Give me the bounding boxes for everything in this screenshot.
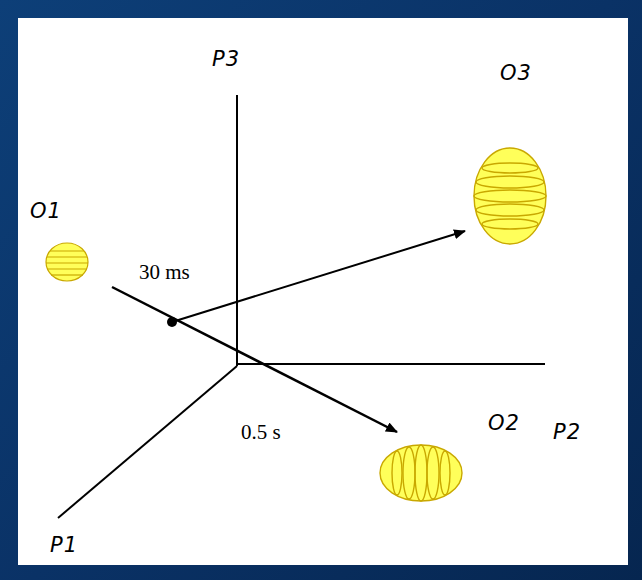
time-label: 0.5 s [240, 421, 282, 444]
o1-sphere [46, 243, 88, 281]
object-label: O1 [30, 200, 62, 223]
axis-label: P1 [50, 534, 78, 557]
p2-axis [237, 363, 545, 365]
o2-ellipsoid [380, 445, 462, 501]
p3-axis [236, 95, 238, 366]
branch-dot [167, 317, 177, 327]
p1-axis [58, 366, 237, 518]
time-label: 30 ms [138, 261, 191, 284]
object-label: O2 [488, 412, 520, 435]
trajectory-arrow [112, 287, 397, 432]
o3-ellipsoid [474, 148, 546, 244]
white-panel [18, 18, 628, 565]
axis-label: P3 [212, 48, 240, 71]
trajectory-arrow [172, 231, 465, 322]
axis-label: P2 [553, 421, 581, 444]
object-label: O3 [500, 62, 532, 85]
